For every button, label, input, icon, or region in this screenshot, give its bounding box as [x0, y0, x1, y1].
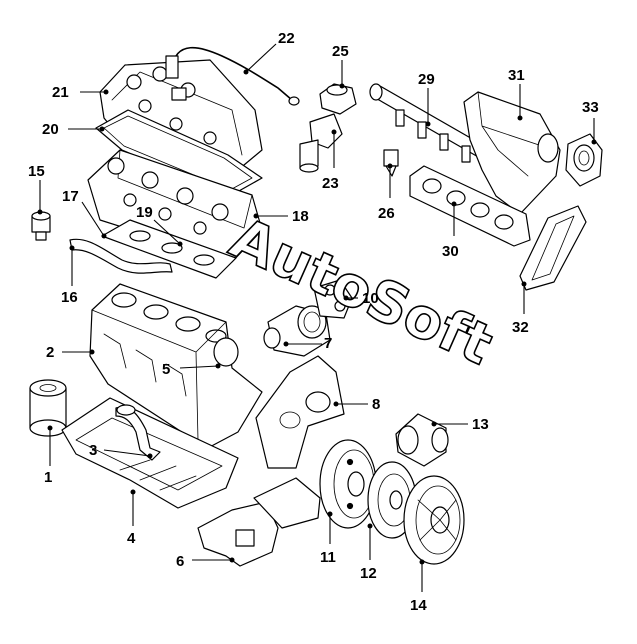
callout-12: 12: [360, 565, 377, 582]
sensor: [31, 211, 51, 241]
callout-30: 30: [442, 243, 459, 260]
thermostat-housing: [313, 279, 353, 319]
callout-5: 5: [162, 361, 170, 378]
air-intake-duct: [519, 205, 587, 291]
callout-1: 1: [44, 469, 52, 486]
callout-23: 23: [322, 175, 339, 192]
callout-14: 14: [410, 597, 427, 614]
ignition-coil: [299, 113, 343, 173]
callout-22: 22: [278, 30, 295, 47]
engine-block: [89, 283, 263, 451]
callout-17: 17: [62, 188, 79, 205]
callout-7: 7: [324, 335, 332, 352]
starter-motor: [395, 413, 449, 467]
callout-13: 13: [472, 416, 489, 433]
valve-cover-gasket: [95, 109, 263, 197]
callout-21: 21: [52, 84, 69, 101]
pressure-plate: [403, 475, 465, 565]
callout-4: 4: [127, 530, 136, 547]
callout-15: 15: [28, 163, 45, 180]
oil-pickup: [115, 404, 161, 461]
cylinder-head: [87, 149, 263, 263]
callout-2: 2: [46, 344, 54, 361]
callout-6: 6: [176, 553, 184, 570]
temperature-sensor: [383, 149, 399, 177]
intake-manifold: [463, 91, 561, 215]
callout-19: 19: [136, 204, 153, 221]
callout-layer: 1 2 3 4 5 6 7 8 10 11: [28, 30, 599, 614]
callout-16: 16: [61, 289, 78, 306]
engine-mount-bracket: [197, 477, 321, 567]
distributor-cap: [319, 83, 357, 115]
ignition-wire: [165, 46, 300, 106]
throttle-body: [565, 133, 603, 187]
callout-3: 3: [89, 442, 97, 459]
callout-11: 11: [320, 549, 336, 566]
callout-10: 10: [362, 290, 379, 307]
flywheel: [319, 439, 377, 529]
manifold-gasket: [409, 165, 531, 247]
callout-32: 32: [512, 319, 529, 336]
callout-31: 31: [508, 67, 525, 84]
coolant-hose: [69, 238, 173, 274]
callout-29: 29: [418, 71, 435, 88]
callout-8: 8: [372, 396, 380, 413]
callout-18: 18: [292, 208, 309, 225]
engine-rear-plate: [255, 355, 345, 469]
head-gasket: [101, 219, 237, 279]
callout-20: 20: [42, 121, 59, 138]
callout-33: 33: [582, 99, 599, 116]
callout-25: 25: [332, 43, 349, 60]
callout-26: 26: [378, 205, 395, 222]
